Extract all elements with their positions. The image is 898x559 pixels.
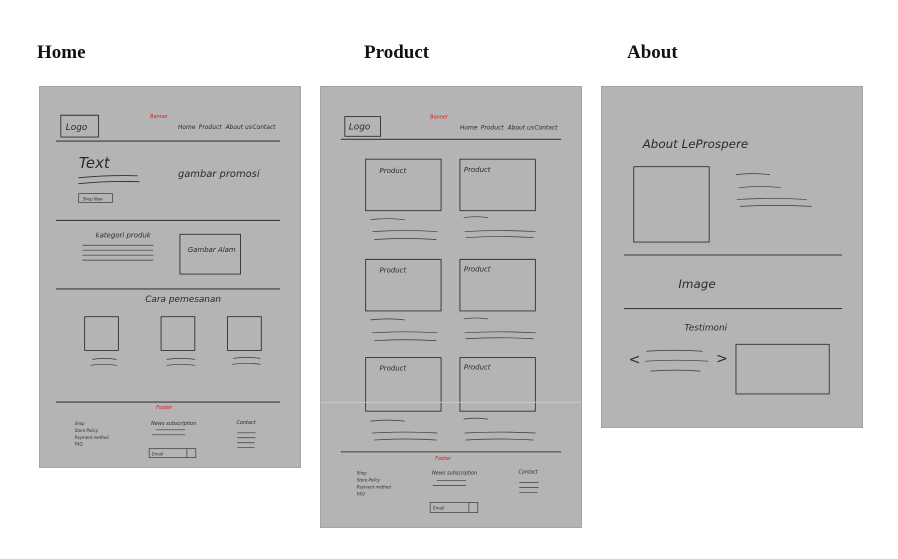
about-title: About: [627, 42, 678, 63]
shop-now-label: Shop Now: [83, 197, 104, 202]
email-label: Email: [433, 505, 445, 510]
testimonial-text-lines: [645, 349, 709, 372]
shop-now-button: [78, 193, 113, 203]
contact-lines: [237, 432, 256, 449]
product-wireframe: Logo Banner Home Product About us Contac…: [320, 86, 582, 528]
product-desc-4: [463, 317, 536, 340]
product-desc-6: [463, 417, 536, 441]
logo-box: [60, 114, 99, 138]
product-card-5: [365, 357, 442, 412]
footer-link-shop: Shop: [75, 421, 85, 426]
nav-home: Home: [178, 124, 196, 131]
step-caption-1: [90, 358, 117, 366]
newsletter-label: News subscription: [151, 421, 196, 427]
hero-image-label: gambar promosi: [178, 169, 260, 180]
product-card-6-label: Product: [464, 364, 491, 372]
category-image-box: [179, 233, 241, 275]
product-card-3-label: Product: [380, 266, 407, 274]
footer-link-payment: Payment method: [75, 435, 109, 440]
product-card-5-label: Product: [380, 365, 407, 373]
step-box-2: [160, 316, 196, 351]
contact-label: Contact: [518, 470, 538, 476]
image-label: Image: [678, 277, 715, 291]
product-desc-1: [370, 218, 438, 240]
step-caption-2: [166, 358, 196, 366]
product-card-4: [459, 258, 536, 312]
product-card-1: [365, 158, 442, 212]
hero-scribble: [78, 175, 140, 185]
product-desc-2: [463, 216, 536, 238]
footer-link-policy: Store Policy: [75, 428, 99, 433]
footer-link-policy: Store Policy: [357, 478, 381, 483]
product-card-3: [365, 258, 442, 312]
nav-product: Product: [199, 124, 222, 131]
nav-contact: Contact: [252, 124, 276, 131]
logo-label: Logo: [349, 122, 371, 132]
step-box-3: [227, 316, 262, 351]
about-wireframe: About LeProspere Image Testimoni < >: [601, 86, 863, 428]
testimonial-next-arrow: >: [716, 351, 728, 367]
home-title: Home: [37, 42, 86, 63]
testimonial-label: Testimoni: [684, 323, 727, 333]
category-image-label: Gambar Alam: [188, 246, 236, 254]
contact-label: Contact: [236, 420, 256, 426]
product-card-4-label: Product: [464, 265, 491, 273]
email-label: Email: [152, 452, 164, 457]
banner-label: Banner: [150, 114, 169, 120]
product-card-1-label: Product: [380, 167, 407, 175]
home-wireframe: Logo Banner Home Product About us Contac…: [39, 86, 301, 468]
banner-label: Banner: [430, 114, 449, 120]
email-input: [148, 448, 197, 458]
footer-label: Footer: [435, 456, 452, 462]
step-box-1: [84, 316, 119, 351]
newsletter-label: News subscription: [432, 471, 477, 477]
nav-about: About us: [507, 124, 534, 131]
footer-label: Footer: [156, 405, 173, 411]
nav-contact: Contact: [534, 124, 558, 131]
email-input: [429, 502, 479, 513]
product-card-2: [459, 158, 536, 212]
product-desc-3: [370, 318, 438, 342]
newsletter-lines: [432, 480, 467, 486]
product-title: Product: [364, 42, 430, 63]
category-lines: [82, 244, 154, 261]
nav-product: Product: [481, 124, 504, 131]
newsletter-lines: [151, 429, 186, 436]
hero-text: Text: [79, 154, 111, 172]
about-heading: About LeProspere: [642, 137, 748, 151]
footer-link-payment: Payment method: [357, 485, 391, 490]
logo-label: Logo: [66, 123, 88, 133]
footer-link-faq: FAQ: [75, 442, 83, 447]
category-title: kategori produk: [96, 231, 152, 239]
nav-home: Home: [460, 124, 478, 131]
testimonial-image-box: [735, 343, 830, 395]
about-image-box: [633, 166, 710, 243]
footer-link-faq: FAQ: [357, 492, 365, 497]
footer-link-shop: Shop: [357, 471, 367, 476]
product-card-6: [459, 357, 536, 412]
contact-lines: [519, 482, 539, 493]
section-title: Cara pemesanan: [145, 295, 221, 305]
nav-about: About us: [225, 124, 252, 131]
product-desc-5: [370, 419, 438, 441]
about-text-lines: [735, 173, 812, 207]
logo-box: [344, 116, 381, 137]
testimonial-prev-arrow: <: [629, 352, 641, 368]
step-caption-3: [232, 357, 261, 365]
product-card-2-label: Product: [464, 166, 491, 174]
